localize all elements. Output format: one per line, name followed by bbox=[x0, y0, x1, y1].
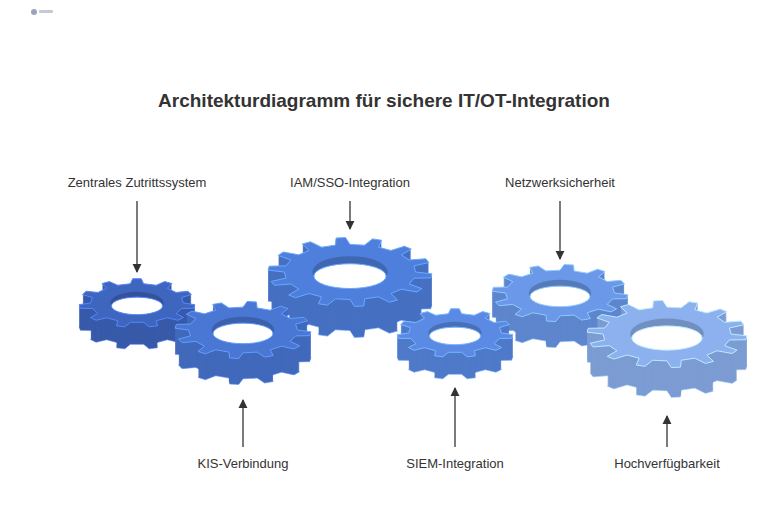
gear-hole-wall bbox=[110, 292, 163, 314]
gear-face bbox=[79, 279, 195, 327]
component-label: Zentrales Zutrittssystem bbox=[68, 175, 207, 190]
gear-hole-wall bbox=[529, 280, 592, 306]
gear-hole-wall bbox=[428, 322, 481, 344]
gear-hole-wall bbox=[212, 317, 275, 343]
leader-line bbox=[349, 201, 350, 229]
component-label: IAM/SSO-Integration bbox=[290, 175, 410, 190]
logo-mark bbox=[31, 9, 53, 15]
component-label: SIEM-Integration bbox=[406, 456, 504, 471]
gear-hole bbox=[213, 323, 273, 344]
gear-hole bbox=[530, 286, 590, 307]
gear-face bbox=[175, 301, 311, 358]
leader-line bbox=[559, 201, 560, 259]
gear-side bbox=[492, 265, 628, 322]
leader-line bbox=[242, 400, 243, 447]
gear-hole-wall bbox=[630, 319, 704, 350]
gear-side bbox=[79, 280, 195, 328]
component-label: Netzwerksicherheit bbox=[505, 175, 615, 190]
gear-hole-wall bbox=[312, 256, 387, 288]
gear bbox=[587, 300, 747, 397]
diagram-title: Architekturdiagramm für sichere IT/OT-In… bbox=[158, 90, 610, 112]
gear-hole bbox=[429, 327, 480, 345]
gear bbox=[175, 301, 311, 384]
gear-face bbox=[492, 264, 628, 321]
gear-hole bbox=[314, 264, 386, 289]
component-label: KIS-Verbindung bbox=[197, 456, 288, 471]
gear-face bbox=[587, 300, 747, 367]
component-label: Hochverfügbarkeit bbox=[614, 456, 720, 471]
gear-hole bbox=[632, 326, 702, 350]
gear bbox=[397, 309, 513, 379]
gear-hole bbox=[111, 297, 162, 315]
leader-line bbox=[666, 416, 667, 447]
leader-line bbox=[136, 201, 137, 272]
gear-face bbox=[268, 238, 432, 307]
gear-side bbox=[397, 310, 513, 358]
logo-bar bbox=[39, 10, 53, 13]
gear-face bbox=[397, 309, 513, 357]
leader-line bbox=[454, 388, 455, 447]
gear-side bbox=[175, 302, 311, 359]
gear-side bbox=[268, 239, 432, 308]
logo-dot bbox=[31, 9, 37, 15]
gear-side bbox=[587, 301, 747, 368]
